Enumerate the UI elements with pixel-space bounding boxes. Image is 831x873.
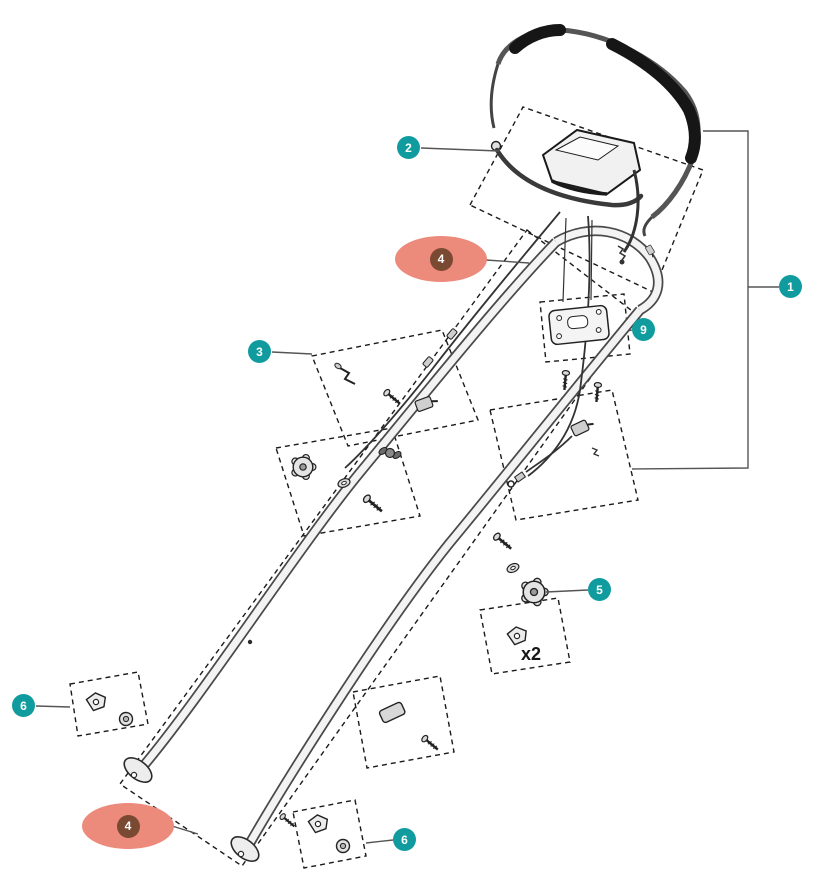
callout-9-label: 9 [640, 322, 647, 337]
control-console [490, 128, 658, 265]
callout-2[interactable]: 2 [397, 136, 420, 159]
callout-4-upper-badge: 4 [429, 247, 453, 271]
callout-5-label: 5 [596, 582, 603, 597]
callout-6-left[interactable]: 6 [12, 694, 35, 717]
leader-2 [420, 147, 500, 152]
washer-part [505, 561, 521, 575]
callout-6-bottom-label: 6 [401, 832, 408, 847]
callout-5[interactable]: 5 [588, 578, 611, 601]
callout-4-upper-label: 4 [437, 252, 445, 266]
cable-group-lower [507, 416, 600, 488]
group-box-lower-handle [119, 229, 637, 867]
mounting-plate-group [548, 304, 610, 404]
upper-handle-grip [489, 24, 701, 237]
bolt-part [490, 530, 516, 554]
group-box-console [469, 106, 704, 293]
tube-end-mounts [123, 639, 298, 862]
star-knob-part [291, 453, 317, 481]
leader-3 [271, 351, 313, 355]
leader-5 [545, 589, 589, 593]
group-box-clip-bottom [292, 799, 367, 869]
cap-part [335, 838, 351, 854]
group-box-knob-left [275, 427, 421, 537]
leader-9 [627, 329, 633, 332]
cap-part [118, 711, 134, 727]
knob-group-left [291, 445, 403, 516]
bail-lever [494, 147, 644, 208]
cable-adjuster-part [569, 416, 597, 438]
screw-part [559, 369, 571, 392]
callout-4-lower-highlight[interactable]: 4 [82, 803, 174, 849]
callout-4-lower-badge: 4 [116, 814, 140, 838]
group-box-bracket [352, 675, 455, 769]
callout-6-left-label: 6 [20, 698, 27, 713]
screw-part [381, 387, 404, 408]
callout-9[interactable]: 9 [632, 318, 655, 341]
leader-4-lower [171, 825, 199, 835]
foam-grip-right [606, 38, 701, 164]
callout-4-upper-highlight[interactable]: 4 [395, 236, 487, 282]
callout-3[interactable]: 3 [248, 340, 271, 363]
clip-part [306, 812, 330, 835]
cable-fitting-group [334, 362, 441, 413]
quantity-note: x2 [521, 644, 542, 664]
group-box-plate [539, 293, 631, 363]
knob-group-right [490, 530, 549, 607]
handle-tube-right-outline [241, 306, 645, 853]
leader-6-left [35, 705, 71, 708]
callout-1[interactable]: 1 [779, 275, 802, 298]
clip-part-x2 [505, 624, 530, 647]
callout-2-label: 2 [405, 140, 412, 155]
screw-part [419, 733, 442, 754]
callout-1-label: 1 [787, 279, 794, 294]
group-box-cable-upper [311, 329, 479, 447]
foam-grip-left [509, 24, 566, 54]
clip-group-bottom [306, 812, 351, 854]
callout-6-bottom[interactable]: 6 [393, 828, 416, 851]
bracket-group [378, 701, 442, 754]
handle-tube-bend-outline [553, 225, 664, 315]
clip-part [84, 690, 108, 713]
leader-4-upper [485, 259, 530, 264]
part-group-boxes [69, 106, 704, 869]
cable-left [344, 211, 561, 469]
star-knob-part [521, 577, 549, 607]
leader-6-bottom [365, 839, 394, 844]
callout-3-label: 3 [256, 344, 263, 359]
clip-group-left [84, 690, 134, 727]
callout-4-lower-label: 4 [124, 819, 132, 833]
bolt-part [360, 492, 386, 516]
leader-lines [35, 130, 779, 844]
leader-1-bracket [631, 130, 749, 470]
group-box-x2 [479, 597, 571, 675]
group-box-clip-left [69, 671, 149, 737]
